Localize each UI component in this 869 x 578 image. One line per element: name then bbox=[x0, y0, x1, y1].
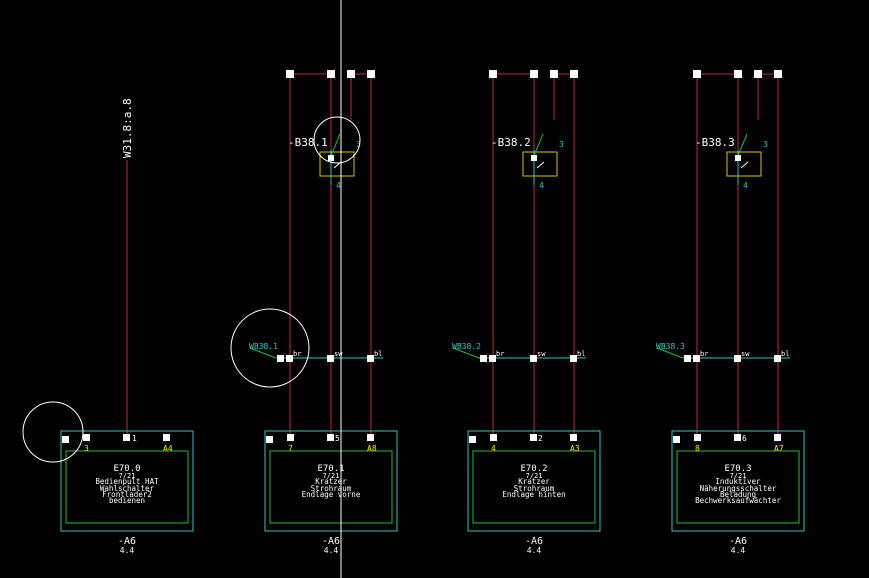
column-1: -B38.1 3 4 WB38.1 br sw bl bbox=[249, 70, 383, 440]
module-sub: 4.4 bbox=[120, 546, 135, 555]
cable-terminals[interactable] bbox=[480, 355, 577, 362]
module-pin-right: A7 bbox=[774, 444, 784, 453]
switch-pin-3: 3 bbox=[356, 140, 361, 149]
column-0: W31.8:a.8 bbox=[121, 98, 134, 440]
cable-tag: WB38.1 bbox=[249, 342, 278, 351]
module-desc-3: Frontlader2 bbox=[102, 490, 152, 499]
module-pin-left: 7 bbox=[288, 444, 293, 453]
switch-pin-4: 4 bbox=[539, 181, 544, 190]
io-module[interactable]: 7 5 A8 E70.1 7/21 Kratzer Strohraum Endl… bbox=[264, 430, 398, 555]
module-pin-right: A3 bbox=[570, 444, 580, 453]
module-desc-1: Bedienpult HAT bbox=[95, 477, 159, 486]
module-tag: -A6 bbox=[322, 536, 340, 547]
module-address: E70.0 bbox=[113, 464, 140, 474]
module-ref: 7/21 bbox=[323, 472, 340, 480]
module-desc-1: Induktiver bbox=[715, 477, 761, 486]
terminal-block[interactable] bbox=[489, 70, 578, 78]
io-module[interactable]: 8 6 A7 E70.3 7/21 Induktiver Näherungssc… bbox=[671, 430, 805, 555]
module-desc-3: Endlage vorne bbox=[302, 490, 361, 499]
column-3: -B38.3 3 4 WB38.3 br sw bl bbox=[656, 70, 790, 440]
cable-color-1: br bbox=[700, 350, 708, 358]
cable-color-2: sw bbox=[741, 350, 750, 358]
top-wire-label: W31.8:a.8 bbox=[121, 98, 134, 158]
switch-pin-3: 3 bbox=[559, 140, 564, 149]
cable-tag: WB38.2 bbox=[452, 342, 481, 351]
io-module[interactable]: 3 1 A4 E70.0 7/21 Bedienpult HAT Wahlsch… bbox=[60, 430, 194, 555]
module-desc-2: Wahlschalter bbox=[100, 484, 155, 493]
highlight-circle bbox=[313, 116, 361, 164]
highlight-circle bbox=[22, 401, 84, 463]
module-desc-4: Bechwerksaufwächter bbox=[695, 496, 781, 505]
cable-color-1: br bbox=[496, 350, 504, 358]
cable-color-3: bl bbox=[781, 350, 789, 358]
module-desc-1: Kratzer bbox=[315, 477, 347, 486]
module-desc-2: Strohraum bbox=[514, 484, 555, 493]
module-tag: -A6 bbox=[118, 536, 136, 547]
cable-color-2: sw bbox=[334, 350, 343, 358]
switch-tag: -B38.3 bbox=[695, 136, 735, 149]
module-ref: 7/21 bbox=[526, 472, 543, 480]
module-pin-left: 3 bbox=[84, 444, 89, 453]
module-tag: -A6 bbox=[729, 536, 747, 547]
module-sub: 4.4 bbox=[324, 546, 339, 555]
module-pin-mid: 2 bbox=[538, 434, 543, 443]
terminal-block[interactable] bbox=[286, 70, 375, 78]
module-sub: 4.4 bbox=[731, 546, 746, 555]
module-pin-mid: 6 bbox=[742, 434, 747, 443]
module-desc-2: Strohraum bbox=[311, 484, 352, 493]
cable-color-2: sw bbox=[537, 350, 546, 358]
highlight-circle bbox=[230, 308, 310, 388]
module-desc-3: Endlage hinten bbox=[502, 490, 565, 499]
module-pin-left: 8 bbox=[695, 444, 700, 453]
module-pin-right: A4 bbox=[163, 444, 173, 453]
module-desc-4: bedienen bbox=[109, 496, 145, 505]
module-pin-left: 4 bbox=[491, 444, 496, 453]
module-address: E70.1 bbox=[317, 464, 344, 474]
module-address: E70.2 bbox=[520, 464, 547, 474]
switch-pin-4: 4 bbox=[336, 181, 341, 190]
module-ref: 7/21 bbox=[730, 472, 747, 480]
cable-terminals[interactable] bbox=[277, 355, 374, 362]
cable-terminals[interactable] bbox=[684, 355, 781, 362]
cable-color-3: bl bbox=[577, 350, 585, 358]
switch-tag: -B38.1 bbox=[288, 136, 328, 149]
module-pin-mid: 1 bbox=[132, 434, 137, 443]
io-module[interactable]: 4 2 A3 E70.2 7/21 Kratzer Strohraum Endl… bbox=[467, 430, 601, 555]
switch-pin-4: 4 bbox=[743, 181, 748, 190]
module-pin-right: A8 bbox=[367, 444, 377, 453]
switch-symbol[interactable] bbox=[726, 133, 762, 185]
module-address: E70.3 bbox=[724, 464, 751, 474]
switch-symbol[interactable] bbox=[522, 133, 558, 185]
module-sub: 4.4 bbox=[527, 546, 542, 555]
module-desc-2: Näherungsschalter bbox=[700, 484, 777, 493]
module-pin-mid: 5 bbox=[335, 434, 340, 443]
cable-tag: WB38.3 bbox=[656, 342, 685, 351]
module-ref: 7/21 bbox=[119, 472, 136, 480]
terminal-block[interactable] bbox=[693, 70, 782, 78]
module-tag: -A6 bbox=[525, 536, 543, 547]
cable-color-1: br bbox=[293, 350, 301, 358]
column-2: -B38.2 3 4 WB38.2 br sw bl bbox=[452, 70, 586, 440]
switch-tag: -B38.2 bbox=[491, 136, 531, 149]
module-desc-1: Kratzer bbox=[518, 477, 550, 486]
switch-pin-3: 3 bbox=[763, 140, 768, 149]
module-desc-3: Beladung bbox=[720, 490, 756, 499]
cable-color-3: bl bbox=[374, 350, 382, 358]
